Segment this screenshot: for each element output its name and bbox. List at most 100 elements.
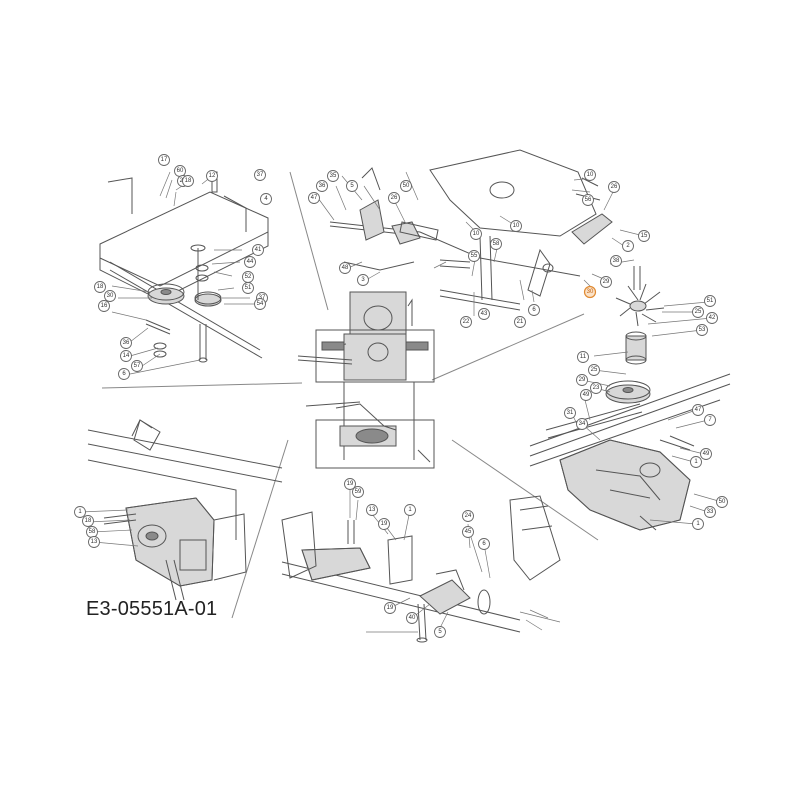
callout-label: 16 — [101, 303, 108, 309]
callout-circle — [468, 250, 480, 262]
callout-circle — [406, 612, 418, 624]
callout-circle — [600, 276, 612, 288]
callout-label: 45 — [465, 529, 472, 535]
callout-bubble: 30 — [104, 290, 116, 302]
callout-label: 15 — [641, 233, 648, 239]
callout-bubble: 44 — [244, 256, 256, 268]
callout-circle — [564, 407, 576, 419]
document-id: E3-05551A-01 — [86, 598, 218, 620]
callout-bubble: 47 — [308, 192, 320, 204]
divider-line — [451, 439, 599, 541]
callout-bubble: 19 — [384, 602, 396, 614]
callout-bubble: 13 — [88, 536, 100, 548]
center-frame-view — [297, 291, 435, 469]
callout-circle — [582, 194, 594, 206]
callout-bubble: 6 — [118, 368, 130, 380]
leader-line — [347, 243, 635, 316]
callout-label: 43 — [481, 311, 488, 317]
callout-circle — [590, 382, 602, 394]
callout-bubble: 3 — [357, 274, 369, 286]
callout-label: 26 — [391, 195, 398, 201]
callout-label: 11 — [580, 354, 587, 360]
callout-group: 1760271812374414452513754183016361457636… — [74, 154, 728, 638]
callout-bubble: 22 — [460, 316, 472, 328]
callout-circle — [706, 312, 718, 324]
callout-label: 49 — [703, 451, 710, 457]
callout-bubble: 15 — [638, 230, 650, 242]
callout-bubble: 58 — [86, 526, 98, 538]
callout-label: 24 — [465, 513, 472, 519]
callout-circle — [104, 290, 116, 302]
callout-bubble: 48 — [339, 262, 351, 274]
callout-circle — [576, 374, 588, 386]
callout-bubble-highlighted: 30 — [583, 285, 597, 299]
callout-circle — [692, 404, 704, 416]
callout-label: 52 — [245, 274, 252, 280]
callout-label: 30 — [587, 289, 594, 295]
callout-label: 36 — [319, 183, 326, 189]
callout-label: 37 — [257, 172, 264, 178]
callout-label: 41 — [255, 247, 262, 253]
callout-bubble: 54 — [254, 298, 266, 310]
callout-circle — [716, 496, 728, 508]
callout-circle — [308, 192, 320, 204]
callout-circle — [514, 316, 526, 328]
callout-circle — [242, 282, 254, 294]
callout-label: 56 — [585, 197, 592, 203]
callout-label: 37 — [259, 295, 266, 301]
callout-label: 19 — [347, 481, 354, 487]
leader-line — [111, 285, 201, 375]
callout-circle — [254, 169, 266, 181]
callout-circle — [577, 351, 589, 363]
divider-line — [101, 382, 303, 389]
callout-label: 60 — [177, 168, 184, 174]
callout-circle — [460, 316, 472, 328]
callout-bubble: 10 — [584, 169, 596, 181]
callout-bubble: 41 — [252, 244, 264, 256]
callout-circle — [206, 170, 218, 182]
callout-bubble: 36 — [316, 180, 328, 192]
callout-label: 34 — [579, 421, 586, 427]
callout-label: 1 — [408, 507, 412, 513]
callout-circle — [366, 504, 378, 516]
callout-label: 4 — [264, 196, 268, 202]
leader-line — [366, 597, 561, 633]
callout-circle — [120, 350, 132, 362]
callout-label: 36 — [123, 340, 130, 346]
callout-circle — [704, 295, 716, 307]
callout-circle — [462, 510, 474, 522]
callout-bubble: 29 — [576, 374, 588, 386]
callout-bubble: 38 — [610, 255, 622, 267]
callout-label: 13 — [369, 507, 376, 513]
leader-line — [465, 177, 645, 247]
callout-label: 3 — [361, 277, 365, 283]
callout-bubble: 26 — [388, 192, 400, 204]
callout-label: 6 — [122, 371, 126, 377]
callout-bubble: 60 — [174, 165, 186, 177]
callout-bubble: 21 — [514, 316, 526, 328]
callout-circle — [400, 180, 412, 192]
callout-label: 19 — [387, 605, 394, 611]
callout-bubble: 1 — [404, 504, 416, 516]
callout-bubble: 19 — [378, 518, 390, 530]
callout-circle — [700, 448, 712, 460]
callout-label: 51 — [707, 298, 714, 304]
callout-label: 50 — [403, 183, 410, 189]
callout-bubble: 49 — [580, 389, 592, 401]
callout-circle — [316, 180, 328, 192]
callout-bubble: 33 — [704, 506, 716, 518]
lower-left-transmission-view — [87, 419, 283, 601]
callout-circle — [182, 175, 194, 187]
callout-label: 6 — [482, 541, 486, 547]
callout-bubble: 6 — [528, 304, 540, 316]
callout-label: 44 — [247, 259, 254, 265]
callout-bubble: 1 — [690, 456, 702, 468]
callout-label: 6 — [532, 307, 536, 313]
callout-circle — [404, 504, 416, 516]
callout-label: 18 — [185, 178, 192, 184]
callout-label: 57 — [134, 363, 141, 369]
divider-line — [431, 313, 585, 381]
callout-label: 2 — [626, 243, 630, 249]
callout-circle — [98, 300, 110, 312]
